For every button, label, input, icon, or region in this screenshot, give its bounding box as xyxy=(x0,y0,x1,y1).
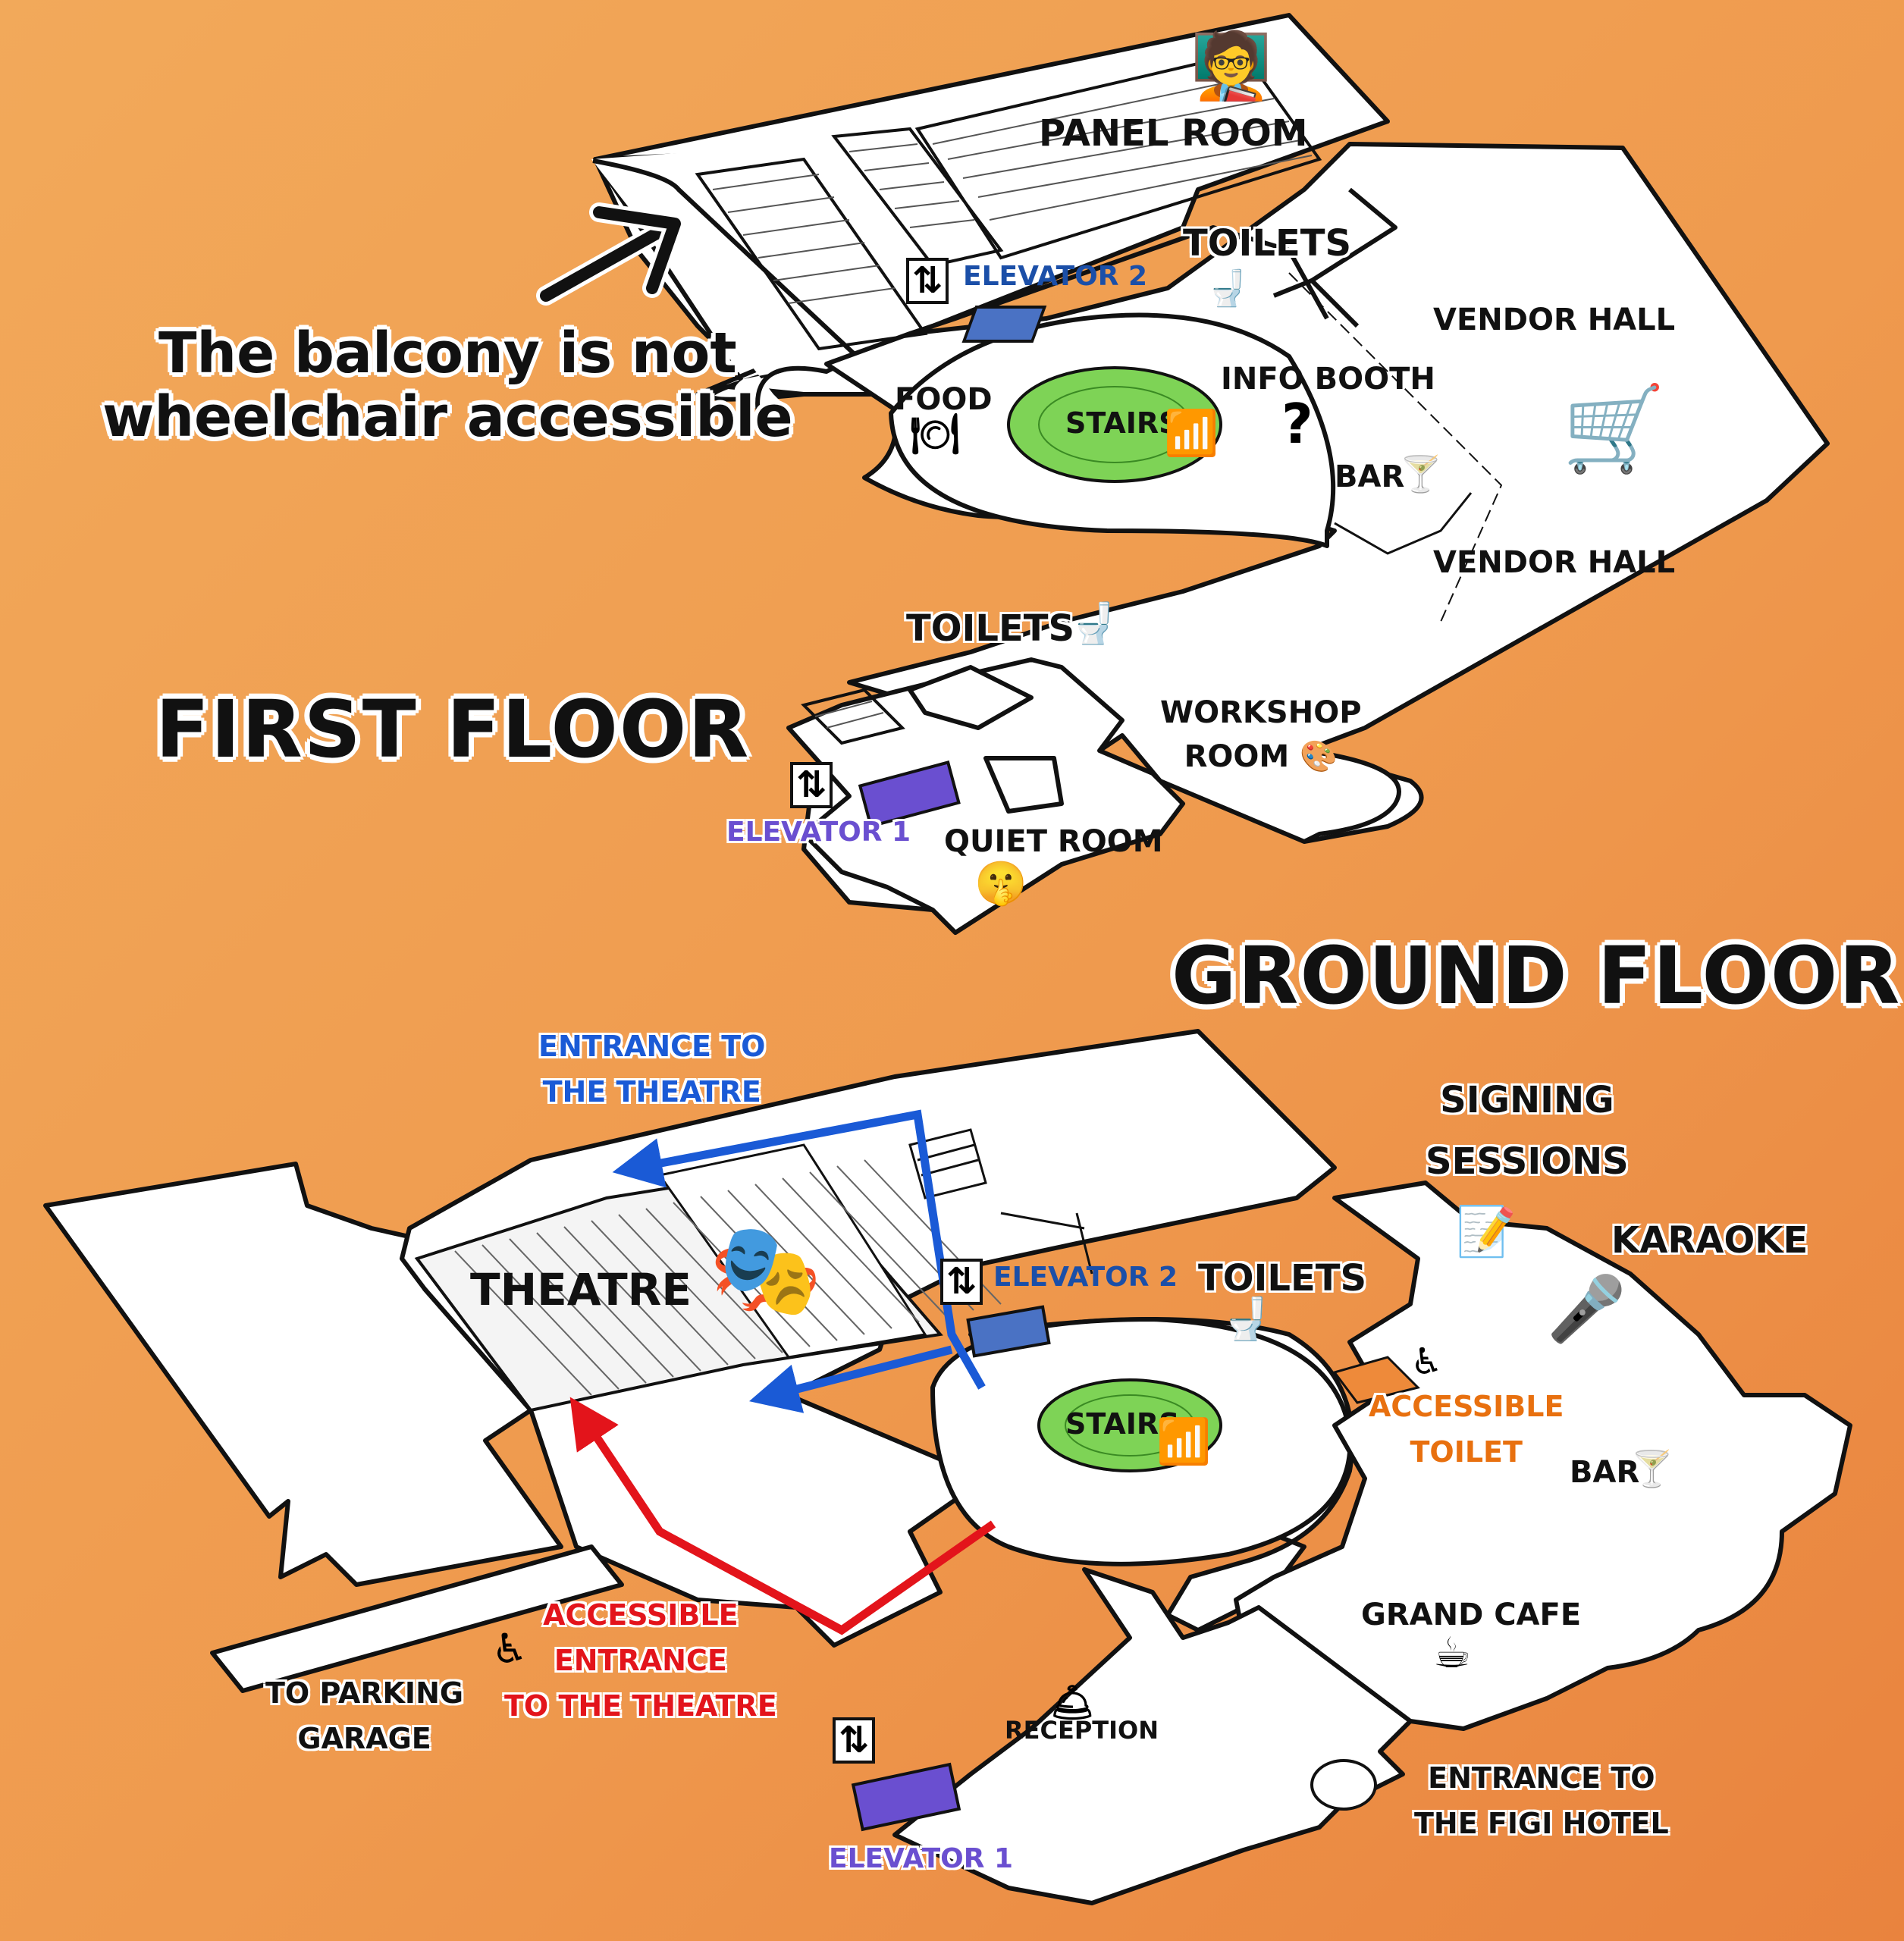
seat-row xyxy=(754,1184,892,1329)
quiet-icon: 🤫 xyxy=(974,859,1027,908)
toilet-icon: 🚽 xyxy=(1069,601,1118,647)
ground-floor-stairs-label: STAIRS xyxy=(1065,1407,1180,1441)
first-floor-elevator-2-label: ELEVATOR 2 xyxy=(963,261,1148,292)
theatre-route-arrow xyxy=(612,1109,986,1390)
accessible-toilet-area xyxy=(1332,1356,1420,1404)
first-floor-title: FIRST FLOOR xyxy=(155,683,751,776)
ground-floor-elevator-2-shaft xyxy=(966,1305,1051,1358)
ground-floor-reception-wing xyxy=(892,1567,1413,1905)
grand-cafe-label: GRAND CAFE xyxy=(1361,1598,1582,1632)
theatre-label: THEATRE xyxy=(470,1264,692,1315)
ground-floor-bar-label: BAR xyxy=(1570,1455,1640,1490)
ground-floor-right-wing xyxy=(1234,1181,1852,1731)
parking-garage-label: TO PARKING GARAGE xyxy=(265,1676,464,1755)
ground-floor-toilets-label: TOILETS xyxy=(1198,1257,1367,1300)
bar-icon: 🍸 xyxy=(1399,453,1443,494)
presenter-icon: 🧑‍🏫 xyxy=(1190,28,1272,104)
toilet-icon: 🚽 xyxy=(1206,268,1250,309)
first-floor-toilets-bottom-label: TOILETS xyxy=(906,607,1075,650)
seat-row xyxy=(700,1196,838,1341)
toilet-icon: 🚽 xyxy=(1221,1295,1272,1343)
entrance-theatre-label: ENTRANCE TO THE THEATRE xyxy=(538,1030,766,1108)
seat-row xyxy=(782,1177,920,1323)
first-floor-bar-label: BAR xyxy=(1335,459,1405,494)
theatre-route-arrow-2 xyxy=(749,1345,953,1413)
food-icon: 🍽 xyxy=(910,412,961,457)
seat-row xyxy=(618,1214,756,1359)
first-floor-elevator-1-label: ELEVATOR 1 xyxy=(726,817,911,848)
first-floor-lower-wing xyxy=(786,657,1185,935)
first-floor-stairs-label: STAIRS xyxy=(1065,406,1180,440)
wheelchair-icon: ♿ xyxy=(1410,1341,1444,1383)
first-floor-elevator-1-shaft xyxy=(858,760,961,829)
seat-row xyxy=(727,1190,865,1335)
microphone-icon: 🎤 xyxy=(1547,1272,1626,1346)
revolving-door-icon xyxy=(1310,1759,1377,1811)
elevator-icon: ⇅ xyxy=(790,762,833,808)
panel-room-label: PANEL ROOM xyxy=(1039,112,1308,155)
info-question-mark: ? xyxy=(1281,392,1313,456)
workshop-annex xyxy=(1303,748,1401,844)
reception-bell-icon: 🛎 xyxy=(1050,1682,1095,1723)
shopping-cart-icon: 🛒 xyxy=(1562,380,1666,477)
seat-row xyxy=(563,1226,701,1372)
first-floor-toilets-top-label: TOILETS xyxy=(1183,222,1352,265)
seat-row xyxy=(591,1220,729,1366)
parking-corridor xyxy=(210,1544,624,1693)
elevator-icon: ⇅ xyxy=(906,258,949,304)
panel-room-seating xyxy=(695,51,1322,745)
seat-row xyxy=(645,1208,783,1353)
palette-icon: 🎨 xyxy=(1300,739,1338,774)
seat-row xyxy=(454,1250,592,1396)
seat-row xyxy=(673,1202,811,1347)
reception-label: RECEPTION xyxy=(1005,1716,1159,1745)
karaoke-label: KARAOKE xyxy=(1611,1219,1808,1262)
signing-sessions-label: SIGNING SESSIONS xyxy=(1426,1079,1629,1183)
elevator-icon: ⇅ xyxy=(833,1717,876,1764)
ground-floor-elevator-1-shaft xyxy=(851,1762,961,1832)
seat-row xyxy=(481,1244,620,1390)
ground-floor-stairs-ellipse xyxy=(1037,1378,1222,1472)
seat-row xyxy=(509,1238,647,1384)
bar-icon: 🍸 xyxy=(1630,1448,1674,1489)
seat-row xyxy=(809,1171,947,1317)
accessible-entrance-label: ACCESSIBLE ENTRANCE TO THE THEATRE xyxy=(504,1598,777,1723)
food-label: FOOD xyxy=(895,382,993,417)
accessible-route-arrow xyxy=(569,1397,996,1635)
info-booth-label: INFO BOOTH xyxy=(1221,362,1435,397)
theatre-masks-icon: 🎭 xyxy=(709,1218,823,1323)
first-floor-elevator-2-shaft xyxy=(961,306,1047,343)
seat-row xyxy=(536,1232,674,1378)
ground-floor-elevator-1-label: ELEVATOR 1 xyxy=(829,1843,1014,1874)
coffee-icon: ☕ xyxy=(1433,1629,1472,1678)
balcony-note: The balcony is not wheelchair accessible xyxy=(102,321,793,450)
figi-hotel-entrance-label: ENTRANCE TO THE FIGI HOTEL xyxy=(1414,1761,1669,1840)
ground-floor-elevator-2-label: ELEVATOR 2 xyxy=(993,1262,1178,1293)
vendor-hall-bottom-label: VENDOR HALL xyxy=(1433,545,1676,580)
first-floor-stairs-ellipse xyxy=(1007,366,1222,483)
stairs-icon: 📶 xyxy=(1156,1416,1212,1467)
ground-floor-left-block xyxy=(43,1162,563,1587)
signing-icon: 📝 xyxy=(1456,1204,1517,1260)
vendor-hall-top-label: VENDOR HALL xyxy=(1433,303,1676,337)
workshop-room-label: WORKSHOP ROOM 🎨 xyxy=(1160,695,1362,774)
accessible-toilet-label: ACCESSIBLE TOILET xyxy=(1369,1390,1564,1469)
stairs-icon: 📶 xyxy=(1164,407,1219,459)
wheelchair-icon: ♿ xyxy=(491,1625,529,1673)
quiet-room-label: QUIET ROOM xyxy=(944,824,1163,859)
ground-floor-title: GROUND FLOOR xyxy=(1172,930,1902,1022)
elevator-icon: ⇅ xyxy=(940,1259,983,1305)
